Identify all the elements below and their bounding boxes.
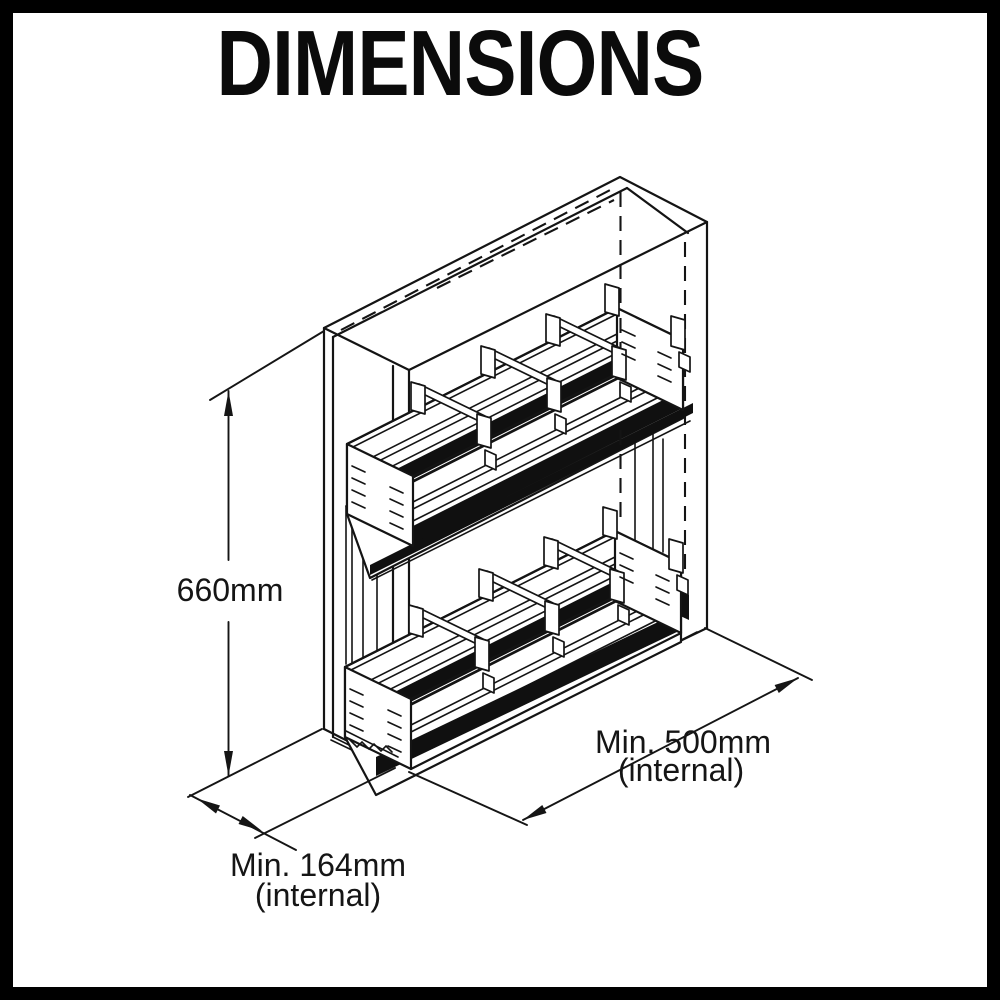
dimension-line xyxy=(522,677,799,821)
divider-part xyxy=(668,538,684,574)
divider-part xyxy=(476,413,492,449)
hatch-tick xyxy=(387,709,402,717)
dimension-arrow xyxy=(224,751,233,776)
hatch-tick xyxy=(351,501,366,509)
extension-line xyxy=(408,771,528,826)
dimension-arrow xyxy=(224,391,233,416)
dimension-arrow xyxy=(774,678,798,693)
drawer-runner xyxy=(370,403,693,575)
divider-part xyxy=(482,672,495,694)
divider-part xyxy=(676,574,689,596)
dimension-arrow xyxy=(523,805,547,820)
dimension-arrow xyxy=(197,798,220,814)
width-dimension-label-2: (internal) xyxy=(255,877,381,913)
divider-part xyxy=(544,600,560,636)
extension-line xyxy=(704,627,813,681)
hatch-tick xyxy=(657,363,672,371)
hatch-tick xyxy=(389,522,404,530)
divider-part xyxy=(480,345,496,379)
hatch-tick xyxy=(349,712,364,720)
cabinet-inner-top-edge xyxy=(625,186,690,235)
basket-end-panel xyxy=(345,442,415,548)
extension-line xyxy=(187,728,323,798)
hatch-tick xyxy=(349,700,364,708)
hatch-tick xyxy=(621,329,636,337)
depth-dimension-label-2: (internal) xyxy=(618,752,744,788)
hidden-edge xyxy=(436,199,615,289)
height-dimension-label: 660mm xyxy=(177,572,284,608)
extension-line xyxy=(254,767,396,839)
end-panel-hatching xyxy=(349,329,672,753)
divider-part xyxy=(604,283,620,317)
hatch-tick xyxy=(657,375,672,383)
hatch-tick xyxy=(389,486,404,494)
dimension-arrow xyxy=(238,816,262,831)
hatch-tick xyxy=(655,586,670,594)
hatch-tick xyxy=(389,498,404,506)
divider-part xyxy=(474,636,490,672)
hatch-tick xyxy=(619,552,634,560)
hatch-tick xyxy=(349,688,364,696)
hatch-tick xyxy=(349,724,364,732)
divider-part xyxy=(546,377,562,413)
divider-part xyxy=(552,636,565,658)
front-foot-bracket xyxy=(345,730,399,758)
hatch-tick xyxy=(621,353,636,361)
divider-part xyxy=(554,413,567,435)
hatch-tick xyxy=(655,598,670,606)
hatch-tick xyxy=(351,477,366,485)
hatch-tick xyxy=(655,574,670,582)
basket-dividers xyxy=(408,283,691,694)
extension-line xyxy=(209,330,325,401)
divider-part xyxy=(408,604,424,638)
divider-part xyxy=(410,381,426,415)
divider-part xyxy=(611,345,627,381)
divider-part xyxy=(484,449,497,471)
page-title: DIMENSIONS xyxy=(217,11,704,115)
hatch-tick xyxy=(387,745,402,753)
hatch-tick xyxy=(389,510,404,518)
hatch-tick xyxy=(351,465,366,473)
divider-part xyxy=(619,381,632,403)
divider-part xyxy=(617,604,630,626)
hatch-tick xyxy=(619,576,634,584)
divider-part xyxy=(602,506,618,540)
divider-part xyxy=(670,315,686,351)
drawer-runner xyxy=(376,611,681,776)
divider-part xyxy=(478,568,494,602)
hatch-tick xyxy=(657,351,672,359)
width-dimension: Min. 164mm (internal) xyxy=(189,767,406,913)
hatch-tick xyxy=(387,733,402,741)
height-dimension: 660mm xyxy=(177,330,325,798)
depth-dimension-label: Min. 500mm xyxy=(595,724,771,760)
hatch-tick xyxy=(621,341,636,349)
divider-part xyxy=(678,351,691,373)
hatch-tick xyxy=(387,721,402,729)
hatch-tick xyxy=(619,564,634,572)
cabinet-inner-top-edge xyxy=(331,186,629,339)
hatch-tick xyxy=(351,489,366,497)
hidden-edge xyxy=(340,186,617,331)
width-dimension-label: Min. 164mm xyxy=(230,847,406,883)
divider-part xyxy=(545,313,561,347)
divider-part xyxy=(609,568,625,604)
depth-dimension: Min. 500mm (internal) xyxy=(408,627,813,826)
divider-part xyxy=(543,536,559,570)
